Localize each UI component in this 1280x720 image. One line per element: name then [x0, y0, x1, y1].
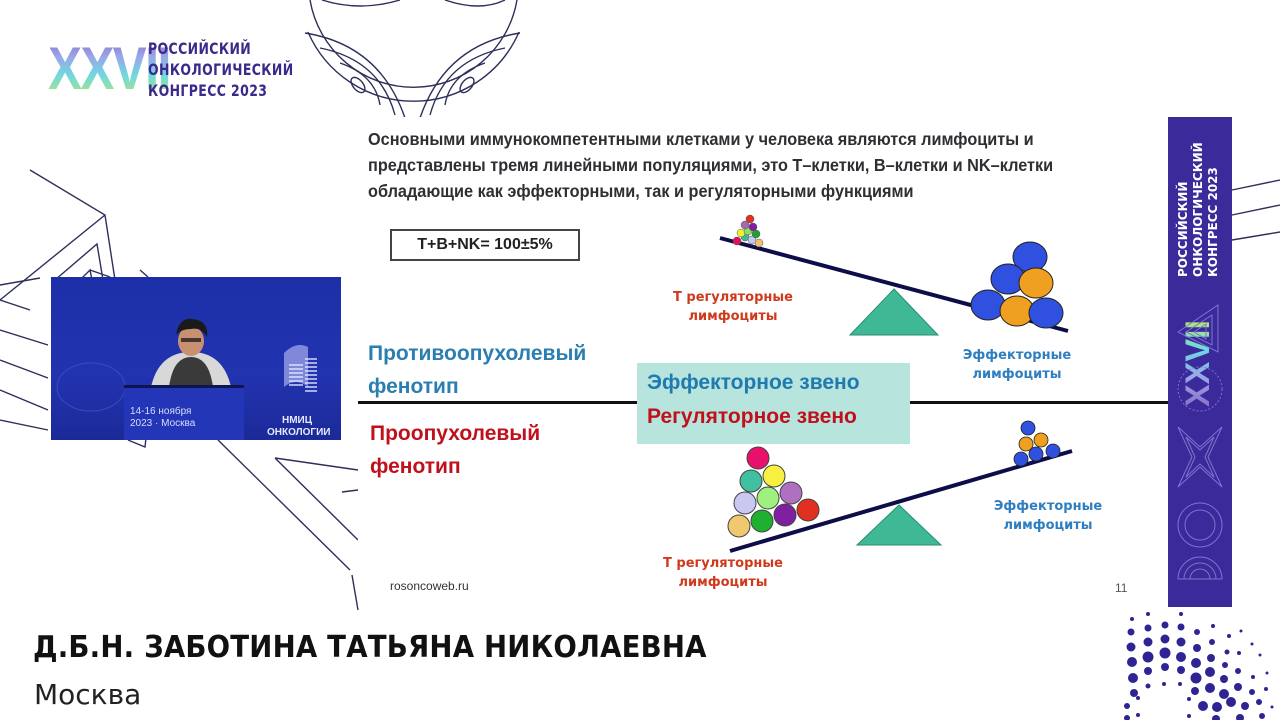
org-line: ОНКОЛОГИИ: [267, 427, 331, 438]
slide-footer-url: rosoncoweb.ru: [390, 579, 469, 593]
label-line: Эффекторные: [993, 499, 1103, 514]
top-treg-label: Т регуляторные лимфоциты: [658, 288, 808, 326]
slide-title-line: Основными иммунокомпетентными клетками у…: [368, 129, 1034, 149]
halftone-dots: [1124, 612, 1274, 720]
balance-scales-diagram: [719, 214, 1073, 553]
banner-line: ОНКОЛОГИЧЕСКИЙ: [1191, 142, 1205, 277]
congress-side-banner: РОССИЙСКИЙ ОНКОЛОГИЧЕСКИЙ КОНГРЕСС 2023 …: [1168, 117, 1232, 607]
slide-title-line: представлены тремя линейными популяциями…: [368, 155, 1054, 175]
center-legend-box: Эффекторное звено Регуляторное звено: [637, 363, 910, 444]
podium-text: 14-16 ноября 2023 · Москва: [130, 406, 195, 430]
podium-line: 2023 · Москва: [130, 418, 196, 429]
logo-title: РОССИЙСКИЙ ОНКОЛОГИЧЕСКИЙ КОНГРЕСС 2023: [148, 38, 294, 101]
banner-line: РОССИЙСКИЙ: [1176, 181, 1190, 277]
label-line: Проопухолевый: [370, 422, 541, 445]
bottom-treg-label: Т регуляторные лимфоциты: [648, 554, 798, 592]
fulcrum-icon: [848, 288, 940, 336]
podium: 14-16 ноября 2023 · Москва: [124, 385, 244, 440]
label-line: Т регуляторные: [673, 290, 793, 305]
effector-link-label: Эффекторное звено: [647, 371, 860, 394]
speaker-city: Москва: [34, 678, 142, 711]
label-line: Т регуляторные: [663, 556, 783, 571]
top-scale: [719, 214, 1069, 336]
presentation-slide: Основными иммунокомпетентными клетками у…: [358, 117, 1232, 607]
label-line: Противоопухолевый: [368, 342, 587, 365]
banner-line: КОНГРЕСС 2023: [1206, 167, 1220, 277]
slide-title: Основными иммунокомпетентными клетками у…: [368, 126, 1112, 204]
speaker-name: Д.Б.Н. ЗАБОТИНА ТАТЬЯНА НИКОЛАЕВНА: [33, 630, 707, 665]
regulatory-link-label: Регуляторное звено: [647, 405, 857, 428]
slide-title-line: обладающие как эффекторными, так и регул…: [368, 181, 914, 201]
logo-line: КОНГРЕСС 2023: [148, 81, 268, 100]
label-line: лимфоциты: [1003, 518, 1093, 533]
logo-numeral: XXVII: [48, 35, 172, 102]
antitumor-phenotype-label: Противоопухолевый фенотип: [368, 337, 586, 403]
label-line: лимфоциты: [972, 367, 1062, 382]
banner-title: РОССИЙСКИЙ ОНКОЛОГИЧЕСКИЙ КОНГРЕСС 2023: [1176, 117, 1221, 277]
nmic-oncology-logo: НМИЦ ОНКОЛОГИИ: [267, 415, 331, 439]
logo-line: ОНКОЛОГИЧЕСКИЙ: [148, 60, 294, 79]
label-line: лимфоциты: [678, 575, 768, 590]
label-line: фенотип: [370, 455, 461, 478]
bottom-scale: [727, 420, 1073, 553]
formula-box: T+B+NK= 100±5%: [390, 229, 580, 261]
speaker-figure: [56, 318, 317, 412]
label-line: лимфоциты: [688, 309, 778, 324]
speaker-video: 14-16 ноября 2023 · Москва НМИЦ ОНКОЛОГИ…: [51, 277, 341, 440]
scale-beam: [729, 449, 1073, 553]
bottom-effector-label: Эффекторные лимфоциты: [973, 497, 1123, 535]
podium-line: 14-16 ноября: [130, 406, 192, 417]
protumor-phenotype-label: Проопухолевый фенотип: [370, 417, 540, 483]
slide-page-number: 11: [1115, 581, 1128, 595]
top-effector-label: Эффекторные лимфоциты: [942, 346, 1092, 384]
label-line: фенотип: [368, 375, 459, 398]
label-line: Эффекторные: [962, 348, 1072, 363]
logo-line: РОССИЙСКИЙ: [148, 39, 252, 58]
congress-logo: XXVII РОССИЙСКИЙ ОНКОЛОГИЧЕСКИЙ КОНГРЕСС…: [48, 35, 293, 106]
org-line: НМИЦ: [281, 415, 313, 426]
banner-ornaments: [1177, 304, 1223, 580]
fulcrum-icon: [855, 504, 943, 546]
